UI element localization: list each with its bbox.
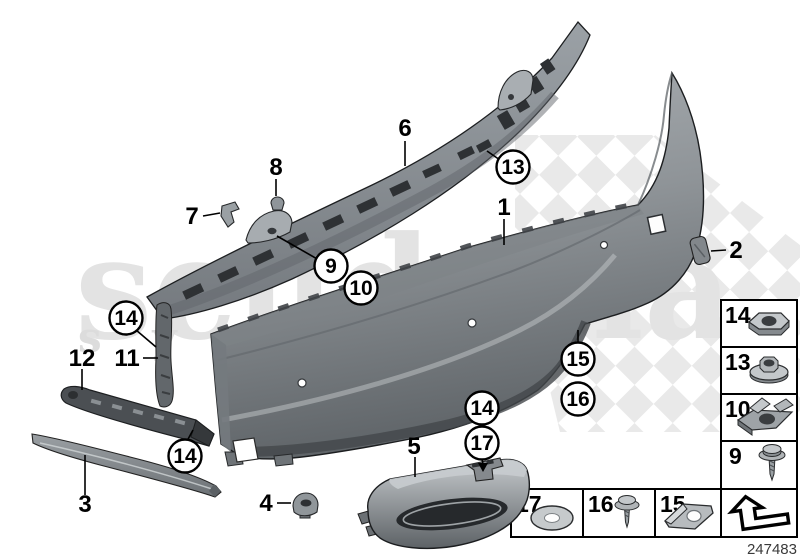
callout-13-circled[interactable]: 13: [495, 149, 531, 185]
screw-with-washer-icon: [614, 495, 640, 529]
callout-12[interactable]: 12: [69, 345, 96, 372]
callout-3[interactable]: 3: [78, 491, 91, 518]
svg-text:14: 14: [470, 397, 494, 420]
callouts: 1 2 3 4 5 6 7 8 11 12 9 10 13 14 14: [69, 115, 743, 518]
callout-11[interactable]: 11: [114, 345, 139, 372]
svg-text:14: 14: [114, 307, 138, 330]
svg-text:14: 14: [173, 445, 197, 468]
part-bumper-carrier: [146, 20, 591, 320]
part-lower-strip: [31, 433, 222, 498]
page-arrow-icon: [727, 494, 791, 532]
part-exhaust-bracket: [465, 457, 504, 482]
drawing-number: 247483: [747, 541, 797, 558]
parking-sensor-hole: [467, 318, 477, 328]
part-support-rail: [60, 385, 215, 447]
callout-7[interactable]: 7: [185, 203, 198, 230]
parking-sensor-hole: [297, 378, 307, 388]
part-plug-8: [270, 196, 285, 211]
svg-text:10: 10: [349, 277, 372, 300]
tapping-screw-icon: [758, 444, 786, 482]
callout-2[interactable]: 2: [729, 237, 742, 264]
callout-16-circled[interactable]: 16: [560, 381, 596, 417]
fastener-legend-sidebar: 14 13 10 9: [720, 299, 798, 538]
legend-box-9[interactable]: [720, 440, 798, 490]
clip-nut-icon: [664, 503, 714, 530]
callout-4[interactable]: 4: [259, 490, 273, 517]
svg-text:16: 16: [566, 388, 589, 411]
callout-15-circled[interactable]: 15: [560, 341, 596, 377]
legend-label-16: 16: [588, 491, 614, 517]
legend-box-16[interactable]: [582, 488, 656, 538]
part-exhaust-tip-trim: [357, 458, 531, 550]
washer-icon: [530, 505, 574, 531]
callout-17-circled[interactable]: 17: [464, 425, 500, 461]
svg-text:13: 13: [501, 156, 524, 179]
callout-6[interactable]: 6: [398, 115, 411, 142]
callout-1[interactable]: 1: [497, 194, 510, 221]
callout-14-circled-b[interactable]: 14: [167, 438, 203, 474]
legend-label-9: 9: [729, 443, 742, 469]
flange-nut-icon: [749, 356, 789, 384]
callout-14-circled-c[interactable]: 14: [464, 390, 500, 426]
part-clamp-4: [292, 492, 319, 519]
svg-text:17: 17: [470, 432, 493, 455]
cage-nut-icon: [736, 397, 794, 436]
legend-label-13: 13: [725, 349, 751, 375]
parking-sensor-hole: [599, 240, 609, 250]
svg-text:9: 9: [325, 255, 337, 278]
part-side-bracket: [155, 302, 174, 408]
legend-label-14: 14: [725, 302, 751, 328]
callout-14-circled-a[interactable]: 14: [108, 300, 144, 336]
callout-8[interactable]: 8: [269, 154, 282, 181]
hex-nut-icon: [748, 312, 790, 336]
callout-10-circled[interactable]: 10: [343, 270, 379, 306]
svg-text:15: 15: [566, 348, 590, 371]
part-clip-7: [220, 201, 240, 228]
part-cover-cap: [689, 235, 711, 266]
callout-5[interactable]: 5: [407, 433, 420, 460]
fastener-legend-bottom: 17 16 15: [510, 488, 722, 538]
callout-9-circled[interactable]: 9: [313, 248, 349, 284]
